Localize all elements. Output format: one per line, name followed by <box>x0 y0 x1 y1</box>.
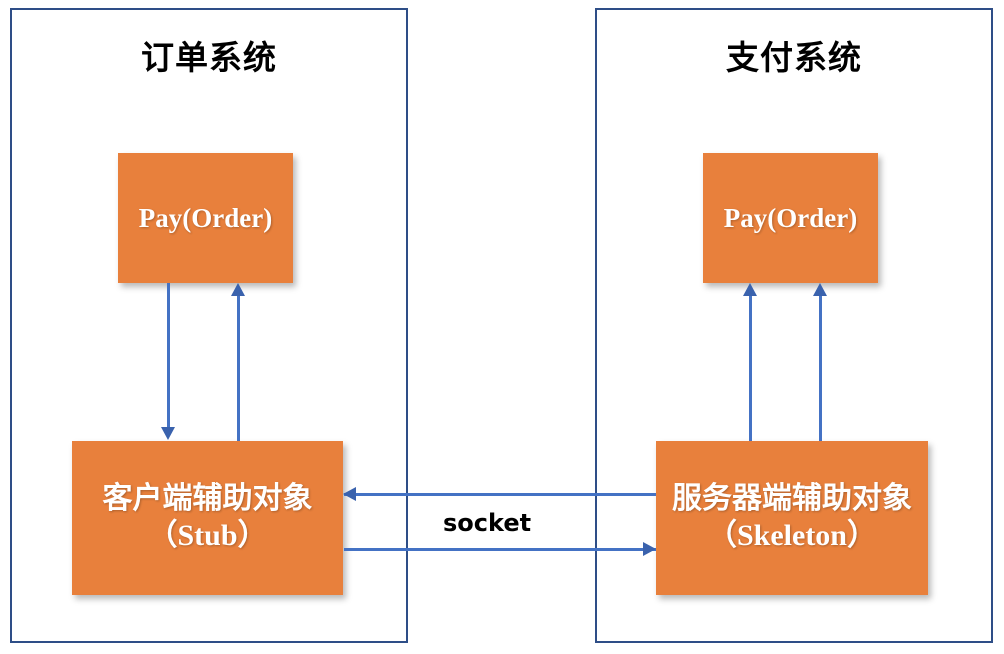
connector-skeleton-to-pay-pay-1-line <box>749 296 752 441</box>
box-server-skeleton-label: 服务器端辅助对象 （Skeleton） <box>672 482 912 552</box>
box-client-stub-label: 客户端辅助对象 （Stub） <box>102 482 313 552</box>
connector-skeleton-to-pay-pay-2-arrowhead <box>813 283 827 296</box>
box-client-stub[interactable]: 客户端辅助对象 （Stub） <box>72 441 343 595</box>
connector-order-pay-to-stub-arrowhead <box>161 427 175 440</box>
edge-label-socket: socket <box>443 509 532 537</box>
connector-order-pay-to-stub-line <box>167 283 170 427</box>
connector-skeleton-to-pay-pay-2-line <box>819 296 822 441</box>
connector-skeleton-to-stub-arrowhead <box>343 487 356 501</box>
panel-order-system-title: 订单系统 <box>141 38 277 77</box>
connector-stub-to-order-pay-line <box>237 296 240 441</box>
box-server-skeleton[interactable]: 服务器端辅助对象 （Skeleton） <box>656 441 928 595</box>
connector-skeleton-to-stub-line <box>344 493 656 496</box>
box-pay-pay-order-label: Pay(Order) <box>723 202 858 233</box>
panel-pay-system-title: 支付系统 <box>726 38 862 77</box>
connector-stub-to-order-pay-arrowhead <box>231 283 245 296</box>
box-order-pay-order[interactable]: Pay(Order) <box>118 153 293 283</box>
box-pay-pay-order[interactable]: Pay(Order) <box>703 153 878 283</box>
box-order-pay-order-label: Pay(Order) <box>138 202 273 233</box>
connector-stub-to-skeleton-line <box>344 548 656 551</box>
connector-stub-to-skeleton-arrowhead <box>643 542 656 556</box>
connector-skeleton-to-pay-pay-1-arrowhead <box>743 283 757 296</box>
